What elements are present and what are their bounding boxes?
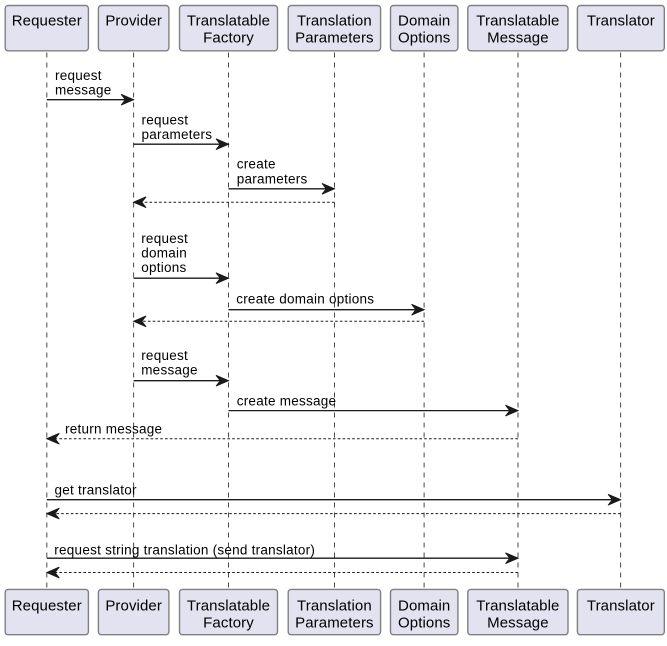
svg-text:return message: return message bbox=[65, 422, 162, 437]
svg-text:create domain options: create domain options bbox=[236, 291, 374, 306]
svg-text:Translatable: Translatable bbox=[187, 12, 270, 29]
svg-text:Parameters: Parameters bbox=[295, 615, 374, 632]
svg-text:parameters: parameters bbox=[142, 127, 213, 142]
svg-text:create message: create message bbox=[237, 394, 337, 409]
svg-text:Translatable: Translatable bbox=[187, 598, 270, 615]
svg-text:request: request bbox=[55, 68, 102, 83]
svg-text:message: message bbox=[55, 82, 112, 97]
svg-text:get translator: get translator bbox=[55, 482, 138, 497]
svg-text:create: create bbox=[237, 157, 276, 172]
svg-text:message: message bbox=[141, 363, 198, 378]
svg-text:Domain: Domain bbox=[398, 598, 450, 615]
svg-text:Message: Message bbox=[487, 615, 549, 632]
svg-text:request string translation (se: request string translation (send transla… bbox=[54, 542, 315, 557]
svg-text:Translation: Translation bbox=[297, 12, 372, 29]
svg-text:Options: Options bbox=[398, 615, 450, 632]
svg-text:Options: Options bbox=[398, 30, 450, 47]
svg-text:request: request bbox=[142, 112, 189, 127]
svg-text:Translator: Translator bbox=[587, 12, 655, 29]
svg-text:Factory: Factory bbox=[203, 615, 254, 632]
svg-text:Parameters: Parameters bbox=[295, 30, 374, 47]
svg-text:Translation: Translation bbox=[297, 598, 372, 615]
svg-text:options: options bbox=[141, 260, 186, 275]
svg-text:parameters: parameters bbox=[237, 171, 308, 186]
svg-text:Domain: Domain bbox=[398, 12, 450, 29]
svg-text:Message: Message bbox=[487, 30, 549, 47]
svg-text:Factory: Factory bbox=[203, 30, 254, 47]
svg-text:request: request bbox=[141, 231, 188, 246]
svg-text:Provider: Provider bbox=[105, 12, 162, 29]
svg-text:Provider: Provider bbox=[105, 598, 162, 615]
svg-text:Translator: Translator bbox=[587, 598, 655, 615]
svg-text:domain: domain bbox=[141, 246, 187, 261]
svg-text:Translatable: Translatable bbox=[476, 12, 559, 29]
svg-text:Requester: Requester bbox=[12, 12, 82, 29]
svg-text:Translatable: Translatable bbox=[476, 598, 559, 615]
svg-text:Requester: Requester bbox=[12, 598, 82, 615]
svg-text:request: request bbox=[141, 348, 188, 363]
